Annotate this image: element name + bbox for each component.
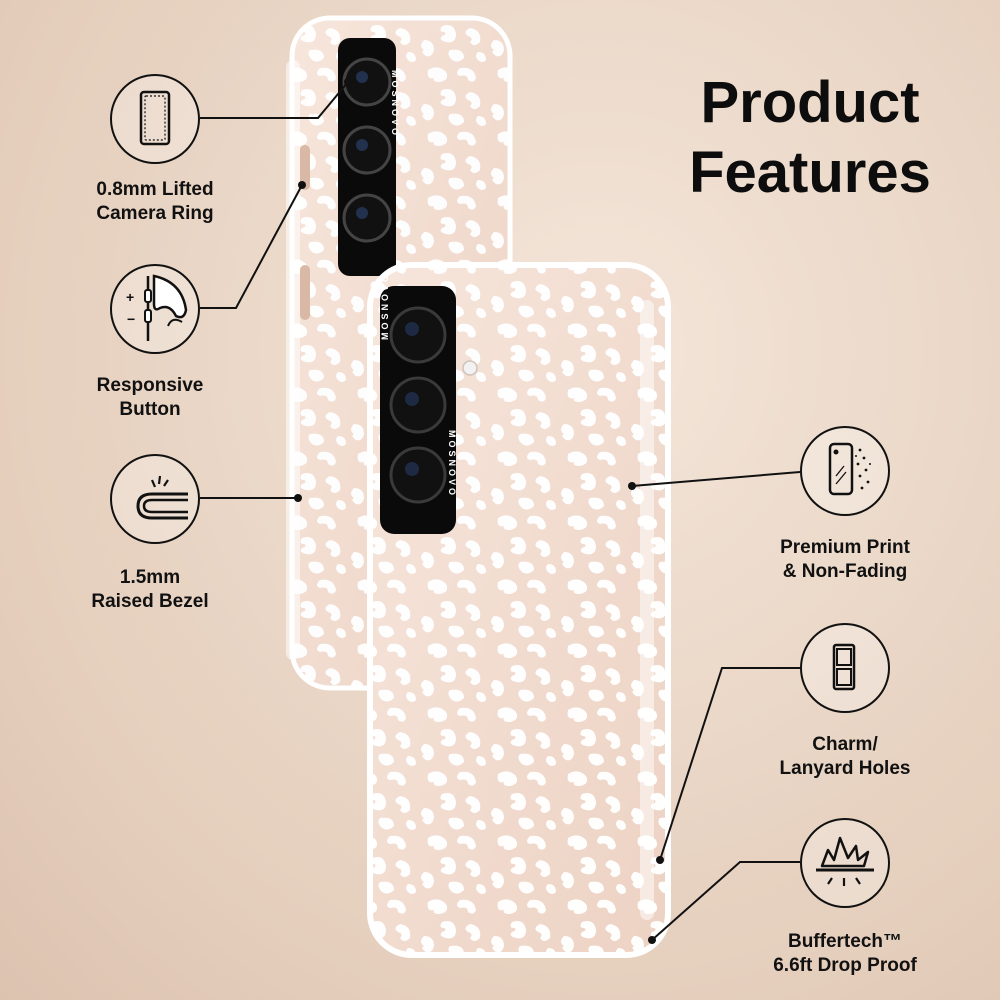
feature-label-bezel: 1.5mm Raised Bezel <box>91 567 209 612</box>
feature-label-button: Responsive Button <box>96 375 204 420</box>
callout-leader-lines <box>200 81 801 941</box>
drop-impact-icon <box>800 818 890 908</box>
raised-bezel-icon <box>110 454 200 544</box>
feature-label-camera-ring: 0.8mm Lifted Camera Ring <box>96 179 214 224</box>
brand-mark-back: MOSNOVO <box>390 70 400 138</box>
headline-line1: Product <box>700 70 920 135</box>
headline: Product Features <box>640 68 980 208</box>
headline-line2: Features <box>689 140 931 205</box>
brand-mark-front-side: MOSNOVO <box>380 272 390 340</box>
callout-dots <box>294 78 664 944</box>
feature-label-holes: Charm/ Lanyard Holes <box>779 734 911 779</box>
lanyard-holes-icon <box>800 623 890 713</box>
feature-label-drop: Buffertech™ 6.6ft Drop Proof <box>773 931 917 976</box>
phone-outline-icon <box>110 74 200 164</box>
svg-text:−: − <box>127 311 135 327</box>
press-button-icon: + − <box>110 264 200 354</box>
front-phone-case <box>367 262 671 958</box>
feature-label-print: Premium Print & Non-Fading <box>780 537 910 582</box>
back-phone-case <box>286 15 513 691</box>
sparkle-print-icon <box>800 426 890 516</box>
svg-text:+: + <box>126 289 134 305</box>
brand-mark-front: MOSNOVO <box>447 430 457 498</box>
